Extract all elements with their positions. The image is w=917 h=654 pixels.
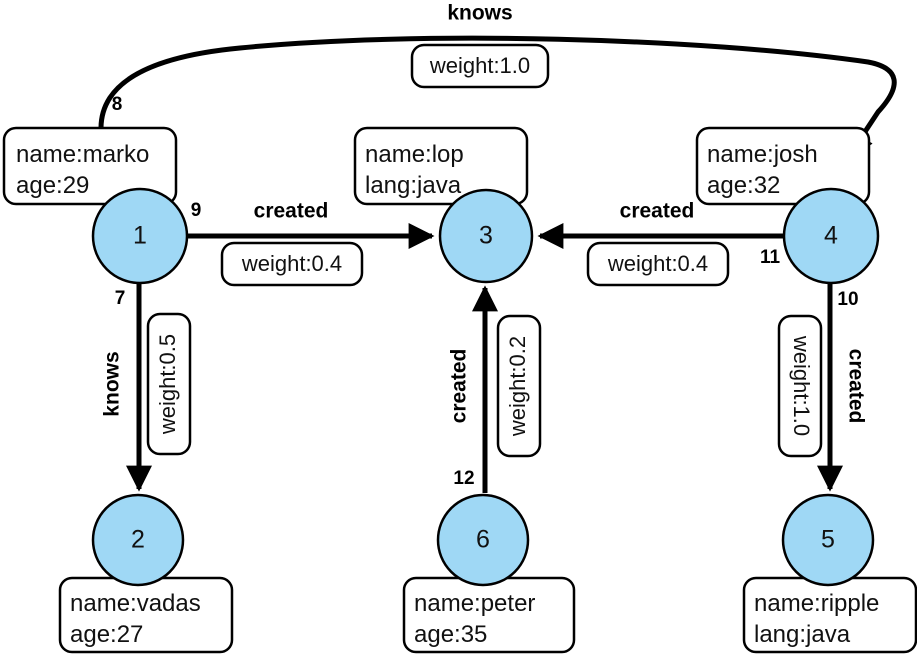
vertex-6-property-line2: age:35 [414,621,487,648]
vertex-5-property-line2: lang:java [754,621,851,648]
edge-9-label: created [254,200,329,223]
vertex-1-property-box: name:marko age:29 [2,126,178,206]
vertex-1-circle[interactable] [91,187,189,285]
edge-8-id: 8 [112,94,123,115]
vertex-5-property-line1: name:ripple [754,590,879,617]
edge-8-path[interactable] [98,35,897,192]
vertex-6-property-box: name:peter age:35 [402,576,576,654]
edge-10-weight-rect [777,314,823,458]
edge-9-weight-box: weight:0.4 [220,241,364,287]
vertex-4-property-line2: age:32 [707,172,780,199]
edge-11-label: created [620,200,695,223]
edge-12-id: 12 [453,468,474,489]
edge-9-weight-rect [220,241,364,287]
edge-7-id: 7 [115,288,126,309]
edge-7-weight-text: weight:0.5 [155,334,180,435]
edge-8-weight-text: weight:1.0 [429,53,530,78]
edge-11-weight-box: weight:0.4 [586,241,730,287]
edge-12-weight-rect [496,314,542,458]
vertex-5-id: 5 [821,526,835,554]
vertex-4-circle[interactable] [782,187,880,285]
vertex-3[interactable]: 3 [438,188,534,284]
edge-7-label: knows [101,351,124,416]
vertex-4[interactable]: 4 [782,187,880,285]
vertex-5[interactable]: 5 [781,493,875,587]
vertex-3-id: 3 [479,222,493,250]
vertex-2[interactable]: 2 [91,493,185,587]
vertex-1-id: 1 [133,222,147,250]
edge-11-id: 11 [760,247,781,268]
vertex-6-circle[interactable] [436,493,530,587]
vertex-1-property-line2: age:29 [16,172,89,199]
vertex-2-property-line2: age:27 [70,621,143,648]
vertex-3-property-line1: name:lop [365,141,464,168]
edge-11-weight-text: weight:0.4 [607,251,708,276]
edge-11-weight-rect [586,241,730,287]
vertex-1-property-line1: name:marko [16,141,149,168]
edge-8-knows[interactable] [98,35,897,192]
edge-9-weight-text: weight:0.4 [241,251,342,276]
vertex-4-property-rect [695,126,871,206]
edge-10-weight-text: weight:1.0 [789,335,814,436]
edge-10-label: created [844,349,867,424]
edge-8-weight-box: weight:1.0 [410,43,550,89]
vertex-3-property-rect [353,126,529,206]
vertex-2-circle[interactable] [91,493,185,587]
edge-12-label: created [448,349,471,424]
vertex-6-property-line1: name:peter [414,590,535,617]
edge-9-id: 9 [191,200,202,221]
vertex-6-id: 6 [476,526,490,554]
vertex-1-property-rect [2,126,178,206]
edge-8-weight-rect [410,43,550,89]
vertex-3-property-box: name:lop lang:java [353,126,529,206]
vertex-4-property-box: name:josh age:32 [695,126,871,206]
edge-7-weight-rect [146,312,192,456]
vertex-3-property-line2: lang:java [365,172,462,199]
vertex-5-circle[interactable] [781,493,875,587]
edge-7-weight-box: weight:0.5 [146,312,192,456]
edge-12-weight-text: weight:0.2 [505,336,530,437]
edge-12-weight-box: weight:0.2 [496,314,542,458]
vertex-4-property-line1: name:josh [707,141,818,168]
edge-10-weight-box: weight:1.0 [777,314,823,458]
vertex-2-property-box: name:vadas age:27 [58,576,234,654]
vertex-3-circle[interactable] [438,188,534,284]
vertex-2-property-line1: name:vadas [70,590,201,617]
vertex-5-property-box: name:ripple lang:java [742,576,917,654]
vertex-4-id: 4 [824,222,838,250]
vertex-2-id: 2 [131,526,145,554]
edge-8-label: knows [447,2,512,25]
edge-10-id: 10 [837,289,858,310]
vertex-6[interactable]: 6 [436,493,530,587]
vertex-1[interactable]: 1 [91,187,189,285]
